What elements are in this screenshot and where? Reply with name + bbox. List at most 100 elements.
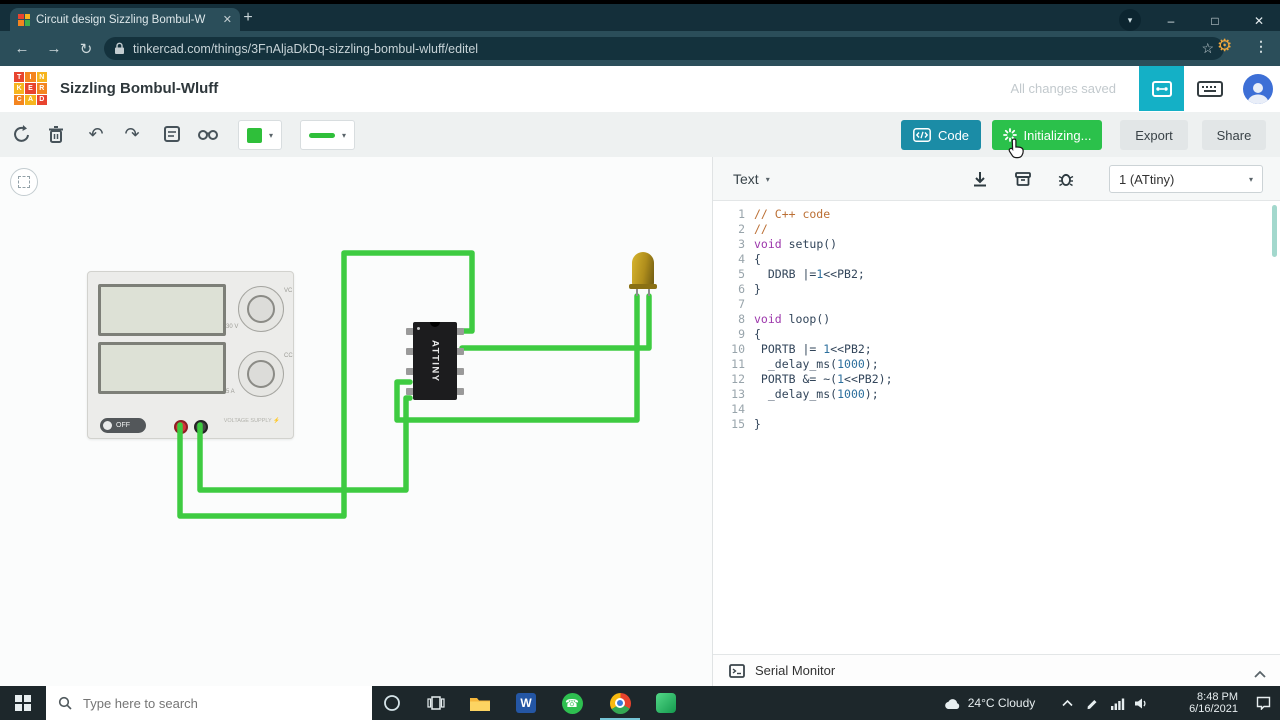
led-dome[interactable]	[632, 252, 654, 286]
share-button[interactable]: Share	[1202, 120, 1266, 150]
led-anode-lead[interactable]	[648, 287, 650, 296]
code-line[interactable]: 4{	[713, 252, 1280, 267]
board-select[interactable]: 1 (ATtiny) ▾	[1109, 165, 1263, 193]
code-scrollbar-thumb[interactable]	[1272, 205, 1277, 257]
browser-menu-icon[interactable]: ⋮	[1254, 38, 1268, 54]
network-tray-button[interactable]	[1106, 686, 1128, 720]
spinner-icon	[1002, 128, 1017, 142]
annotations-button[interactable]	[158, 120, 186, 148]
task-view-button[interactable]	[414, 686, 458, 720]
simulate-button[interactable]: Initializing...	[992, 120, 1102, 150]
green-app-button[interactable]	[644, 686, 688, 720]
export-button[interactable]: Export	[1120, 120, 1188, 150]
chip-pin[interactable]	[406, 388, 414, 395]
keyboard-shortcuts-button[interactable]	[1196, 79, 1224, 99]
settings-gear-icon[interactable]: ⚙	[1217, 36, 1233, 55]
design-title[interactable]: Sizzling Bombul-Wluff	[60, 80, 219, 97]
led-component[interactable]	[629, 252, 657, 298]
volume-tray-button[interactable]	[1130, 686, 1152, 720]
chip-pin[interactable]	[406, 348, 414, 355]
address-bar[interactable]: tinkercad.com/things/3FnAljaDkDq-sizzlin…	[104, 37, 1224, 60]
code-line[interactable]: 14	[713, 402, 1280, 417]
wire-negative[interactable]	[197, 395, 413, 493]
led-cathode-lead[interactable]	[636, 287, 638, 296]
browser-tab[interactable]: Circuit design Sizzling Bombul-W ✕	[10, 8, 240, 31]
maximize-button[interactable]: □	[1211, 13, 1219, 28]
back-button[interactable]: ←	[14, 40, 30, 57]
download-code-button[interactable]	[968, 167, 992, 191]
code-line[interactable]: 2//	[713, 222, 1280, 237]
chrome-button[interactable]	[598, 686, 642, 720]
whatsapp-button[interactable]: ☎	[550, 686, 594, 720]
wire-style-dropdown[interactable]: ▾	[300, 120, 356, 150]
code-line[interactable]: 15}	[713, 417, 1280, 432]
cortana-button[interactable]	[370, 686, 414, 720]
chip-pin[interactable]	[406, 368, 414, 375]
attiny-chip[interactable]: ATTINY	[406, 322, 464, 400]
word-button[interactable]: W	[504, 686, 548, 720]
browser-profile-button[interactable]: ▾	[1119, 9, 1141, 31]
line-number: 7	[738, 297, 745, 311]
circuits-module-button[interactable]	[1139, 66, 1184, 111]
chip-pin[interactable]	[456, 388, 464, 395]
forward-button[interactable]: →	[46, 40, 62, 57]
code-line[interactable]: 5 DDRB |=1<<PB2;	[713, 267, 1280, 282]
code-line[interactable]: 1// C++ code	[713, 207, 1280, 222]
serial-monitor-label: Serial Monitor	[755, 663, 836, 678]
component-view-button[interactable]	[194, 120, 222, 148]
edit-mode-dropdown[interactable]: Text ▾	[733, 157, 770, 201]
chevron-up-icon[interactable]	[1254, 665, 1266, 683]
wire-positive[interactable]	[177, 250, 475, 519]
zoom-to-fit-button[interactable]	[10, 168, 38, 196]
taskbar-clock[interactable]: 8:48 PM 6/16/2021	[1158, 686, 1240, 720]
undo-button[interactable]: ↶	[88, 123, 104, 144]
tab-close-icon[interactable]: ✕	[222, 14, 232, 26]
libraries-button[interactable]	[1011, 167, 1035, 191]
code-line[interactable]: 11 _delay_ms(1000);	[713, 357, 1280, 372]
code-button[interactable]: Code	[901, 120, 981, 150]
code-line[interactable]: 7	[713, 297, 1280, 312]
redo-button[interactable]: ↷	[124, 123, 140, 144]
start-button[interactable]	[0, 686, 46, 720]
chip-pin[interactable]	[406, 328, 414, 335]
serial-monitor-bar[interactable]: Serial Monitor	[713, 654, 1280, 686]
delete-button[interactable]	[42, 120, 70, 148]
color-dropdown[interactable]: ▾	[238, 120, 283, 150]
power-supply-component[interactable]: VC 30 V CC 5 A OFF VOLTAGE SUPPLY ⚡	[87, 271, 294, 439]
code-line[interactable]: 13 _delay_ms(1000);	[713, 387, 1280, 402]
pen-tray-button[interactable]	[1082, 686, 1104, 720]
search-input[interactable]	[81, 694, 360, 712]
code-line[interactable]: 6}	[713, 282, 1280, 297]
code-line[interactable]: 12 PORTB &= ~(1<<PB2);	[713, 372, 1280, 387]
weather-widget[interactable]: 24°C Cloudy	[933, 686, 1045, 720]
chip-pin[interactable]	[456, 348, 464, 355]
minimize-button[interactable]: –	[1167, 13, 1175, 28]
circuit-canvas[interactable]: VC 30 V CC 5 A OFF VOLTAGE SUPPLY ⚡	[0, 157, 713, 686]
code-line[interactable]: 10 PORTB |= 1<<PB2;	[713, 342, 1280, 357]
code-line[interactable]: 9{	[713, 327, 1280, 342]
psu-current-knob[interactable]	[238, 351, 284, 397]
psu-voltage-knob[interactable]	[238, 286, 284, 332]
new-tab-button[interactable]: +	[243, 9, 253, 26]
keyboard-icon	[1197, 81, 1223, 97]
chip-pin[interactable]	[456, 328, 464, 335]
tray-overflow-button[interactable]	[1056, 686, 1078, 720]
taskbar-search[interactable]	[46, 686, 372, 720]
reload-button[interactable]: ↻	[79, 40, 93, 58]
wire-chip-to-led[interactable]	[459, 293, 652, 351]
close-button[interactable]: ✕	[1253, 13, 1265, 28]
debugger-button[interactable]	[1054, 167, 1078, 191]
chip-pin[interactable]	[456, 368, 464, 375]
rotate-button[interactable]	[8, 120, 36, 148]
user-avatar[interactable]	[1243, 74, 1273, 104]
psu-power-switch[interactable]: OFF	[100, 418, 146, 433]
chip-body[interactable]: ATTINY	[413, 322, 457, 400]
bookmark-star-icon[interactable]: ☆	[1201, 40, 1214, 56]
action-center-button[interactable]	[1248, 686, 1278, 720]
file-explorer-button[interactable]	[458, 686, 502, 720]
wire-led-return[interactable]	[394, 293, 640, 423]
